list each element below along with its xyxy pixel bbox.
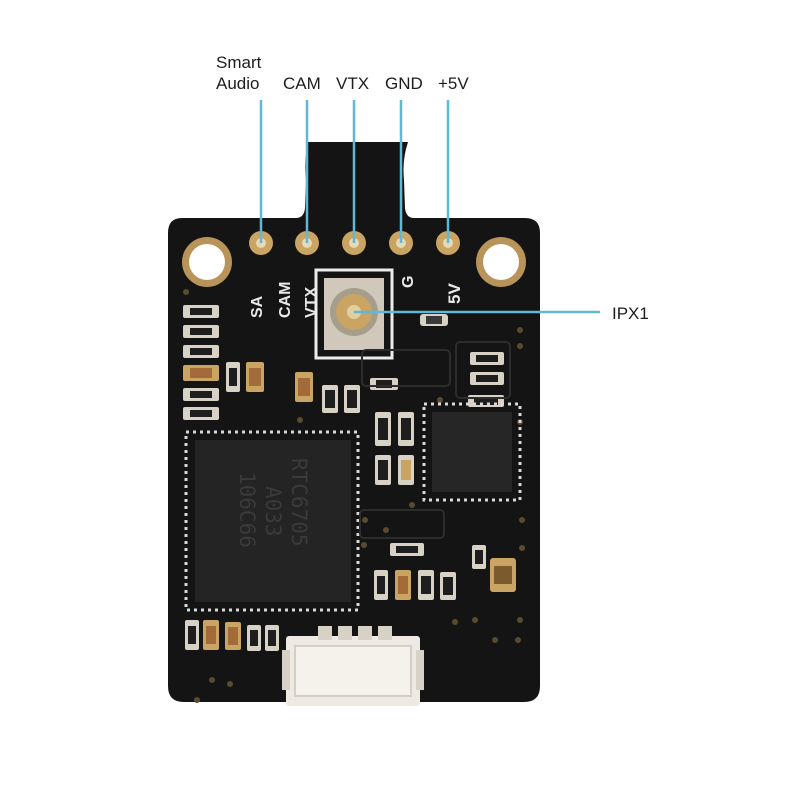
- silk-cam: CAM: [277, 282, 294, 318]
- ipex-connector: [314, 268, 394, 360]
- secondary-chip: [422, 402, 522, 502]
- label-plus-5v: +5V: [438, 74, 469, 93]
- rtc6705-chip: RTC6705 A033 106C66: [184, 430, 360, 612]
- chip-marking-line3: 106C66: [235, 472, 259, 548]
- silkscreen-outlines: [359, 341, 511, 539]
- silk-sa: SA: [249, 295, 266, 318]
- label-vtx: VTX: [336, 74, 370, 93]
- vias: [183, 289, 525, 703]
- chip-marking-line1: RTC6705: [287, 458, 311, 547]
- label-ipx1: IPX1: [612, 304, 649, 323]
- jst-connector: [282, 626, 424, 706]
- silk-g: G: [400, 276, 417, 288]
- mounting-hole-right: [476, 237, 526, 287]
- label-smart-audio-line1: Smart: [216, 53, 262, 72]
- smd-components: [183, 305, 516, 651]
- chip-marking-line2: A033: [261, 486, 285, 537]
- label-smart-audio-line2: Audio: [216, 74, 260, 93]
- leader-lines: [259, 100, 600, 314]
- silk-5v: 5V: [445, 283, 464, 304]
- label-cam: CAM: [283, 74, 321, 93]
- label-smart-audio: Smart Audio: [216, 52, 261, 94]
- mounting-hole-left: [182, 237, 232, 287]
- label-gnd: GND: [385, 74, 423, 93]
